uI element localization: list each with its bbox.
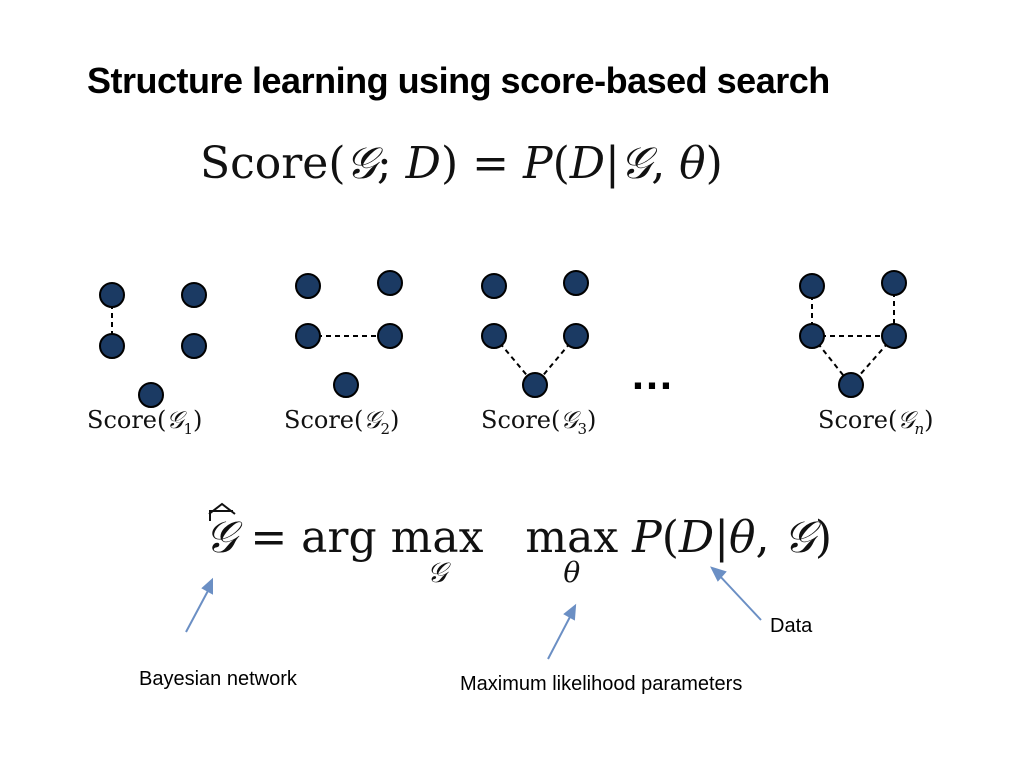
theta-symbol-2: θ [729,512,756,563]
graph-symbol-g1: 𝒢 [166,406,184,434]
graph-3 [481,270,589,398]
graph-2-node [377,270,403,296]
max-text-2: max [525,512,619,563]
graph-symbol-2: 𝒢 [619,138,652,189]
graph-n-node [881,323,907,349]
max-sub-graph: 𝒢 [427,556,447,589]
graph-sub-2: 2 [380,419,391,438]
score-func-3: Score [481,406,552,434]
graph-2-node [295,273,321,299]
graph-1-node [181,282,207,308]
annotation-ml-parameters: Maximum likelihood parameters [460,673,743,695]
graph-sub-3: 3 [577,419,588,438]
score-label-1: Score(𝒢1) [87,406,203,438]
graph-symbol-g3: 𝒢 [560,406,578,434]
graph-n-node [881,270,907,296]
graph-3-node [563,270,589,296]
arrow-ml-parameters [547,603,577,660]
graph-3-node [481,273,507,299]
score-func-2: Score [284,406,355,434]
graph-1-node [99,282,125,308]
graph-sub-1: 1 [183,419,194,438]
prob-symbol: P [522,138,553,189]
graph-3-node [522,372,548,398]
arrow-bayesian-network [185,577,213,633]
hat-accent [208,502,236,515]
data-symbol: D [405,138,441,189]
arg-text: arg [301,512,377,563]
score-func: Score [200,138,329,189]
graph-3-node [563,323,589,349]
graph-2-node [295,323,321,349]
graph-1-node [138,382,164,408]
score-label-2: Score(𝒢2) [284,406,400,438]
theta-symbol: θ [679,138,706,189]
graph-2 [295,270,403,398]
score-func-n: Score [818,406,889,434]
graph-n-node [838,372,864,398]
score-func-1: Score [87,406,158,434]
graph-symbol-g2: 𝒢 [363,406,381,434]
graph-hat-symbol: 𝒢 [205,512,237,563]
score-label-3: Score(𝒢3) [481,406,597,438]
graph-symbol-gn: 𝒢 [897,406,915,434]
graph-symbol-3: 𝒢 [783,512,815,563]
graph-2-node [333,372,359,398]
prob-symbol-2: P [632,512,662,563]
graph-n-node [799,273,825,299]
graph-symbol: 𝒢 [345,138,377,189]
score-label-n: Score(𝒢n) [818,406,934,438]
max-sub-theta: θ [563,556,581,589]
graph-1-node [99,333,125,359]
ellipsis: … [630,350,676,399]
graph-n-node [799,323,825,349]
graph-sub-n: n [914,419,925,438]
graph-hat: 𝒢 [205,502,237,563]
arrow-data [710,566,762,621]
slide-title: Structure learning using score-based sea… [87,60,830,101]
graph-1-node [181,333,207,359]
annotation-data: Data [770,615,813,637]
score-equation: Score(𝒢; D) = P(D|𝒢, θ) [200,138,723,189]
data-symbol-2: D [569,138,606,189]
graph-n [799,270,907,398]
max-text-1: max [390,512,484,563]
graph-2-node [377,323,403,349]
data-symbol-3: D [678,512,715,563]
annotation-bayesian-network: Bayesian network [139,668,297,690]
graph-1 [99,282,207,408]
graph-3-node [481,323,507,349]
